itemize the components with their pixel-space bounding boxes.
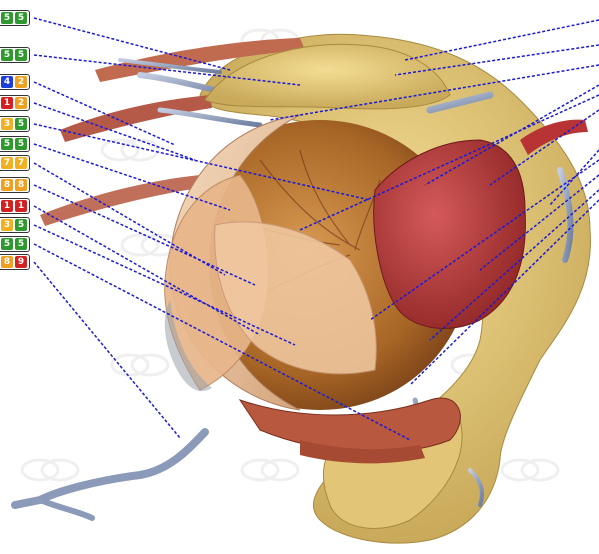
score-badge: 5 [15,12,27,24]
score-badge: 5 [15,219,27,231]
score-badge: 5 [15,238,27,250]
score-badge: 5 [15,118,27,130]
score-badge: 8 [15,179,27,191]
score-badge: 5 [15,49,27,61]
score-badge: 3 [1,219,13,231]
score-badge: 9 [15,256,27,268]
muscle-band-3 [40,175,200,226]
score-badge: 7 [1,157,13,169]
score-badge: 3 [1,118,13,130]
detached-vessel-branch [40,500,92,518]
score-badge: 4 [1,76,13,88]
score-badge: 1 [1,200,13,212]
score-badge: 5 [15,138,27,150]
score-badge: 7 [15,157,27,169]
score-badge: 1 [1,97,13,109]
score-badge: 2 [15,97,27,109]
score-badge: 8 [1,256,13,268]
score-badge: 1 [15,200,27,212]
score-badge: 2 [15,76,27,88]
score-badge: 5 [1,12,13,24]
score-badge: 5 [1,238,13,250]
score-badge: 8 [1,179,13,191]
score-badge: 5 [1,49,13,61]
score-badge: 5 [1,138,13,150]
